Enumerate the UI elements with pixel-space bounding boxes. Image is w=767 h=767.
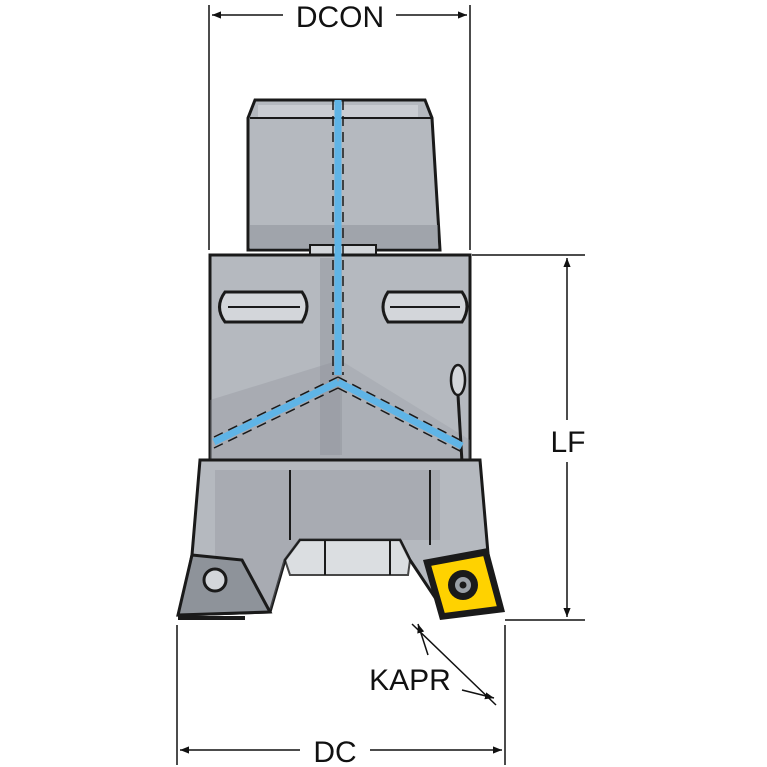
dimension-dc: DC bbox=[176, 625, 506, 767]
coolant-channels bbox=[212, 100, 464, 453]
shank bbox=[246, 98, 442, 256]
kapr-label: KAPR bbox=[369, 664, 451, 697]
cutting-head bbox=[176, 458, 505, 620]
dimension-lf: LF bbox=[472, 254, 586, 621]
left-clamp-slot bbox=[218, 290, 309, 324]
dimension-kapr: KAPR bbox=[369, 623, 497, 706]
right-clamp-slot bbox=[381, 290, 469, 324]
lf-label: LF bbox=[550, 426, 585, 459]
side-screw bbox=[449, 363, 467, 463]
dc-label: DC bbox=[313, 736, 356, 767]
dimension-dcon: DCON bbox=[208, 1, 471, 250]
square-insert-with-screw-icon bbox=[423, 548, 505, 620]
dcon-label: DCON bbox=[296, 1, 384, 34]
left-insert bbox=[176, 553, 273, 620]
